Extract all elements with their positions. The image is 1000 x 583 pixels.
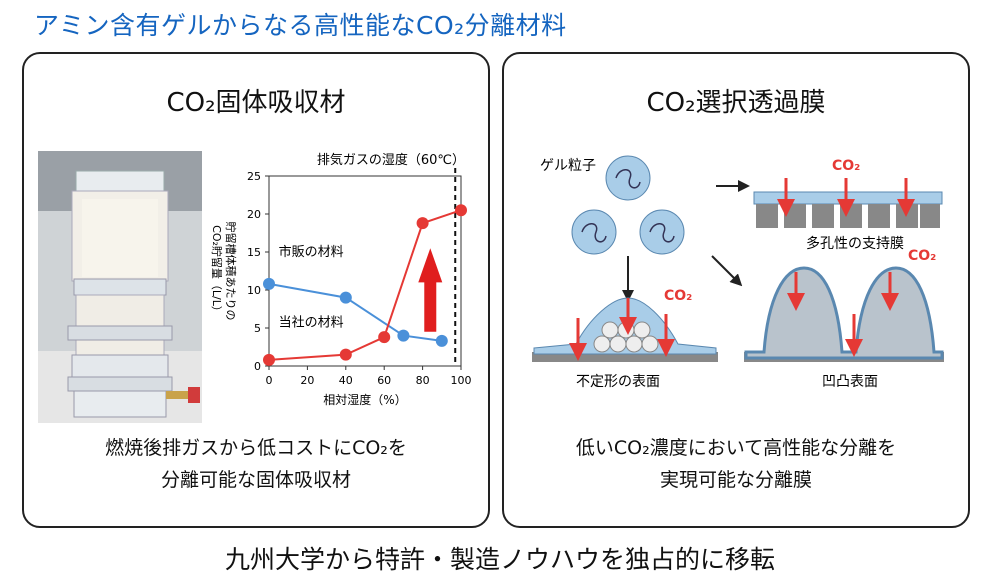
- improvement-arrow: [418, 248, 443, 332]
- caption-line-2: 実現可能な分離膜: [659, 469, 812, 491]
- solid-absorbent-caption: 燃焼後排ガスから低コストにCO₂を 分離可能な固体吸収材: [24, 432, 488, 496]
- gel-particle: [571, 209, 617, 255]
- y-tick-label: 5: [254, 322, 261, 335]
- caption-line-2: 分離可能な固体吸収材: [160, 469, 351, 491]
- data-point: [339, 291, 352, 304]
- solid-absorbent-panel: CO₂固体吸収材 0 20 40 60 80 100 0 5 10 15 20 25 相対湿度（%） 貯留…: [22, 52, 490, 528]
- co2-label-top: CO₂: [832, 158, 860, 174]
- data-point: [378, 331, 391, 344]
- co2-label-right: CO₂: [908, 248, 936, 264]
- y-tick-label: 20: [247, 208, 261, 221]
- data-point: [263, 277, 275, 290]
- x-tick-label: 0: [266, 374, 273, 387]
- plot-area: [268, 175, 462, 367]
- y-tick-label: 15: [247, 246, 261, 259]
- y-tick-label: 0: [254, 360, 261, 373]
- x-axis-label: 相対湿度（%）: [323, 392, 406, 407]
- x-tick-label: 80: [416, 374, 430, 387]
- porous-support-label: 多孔性の支持膜: [806, 235, 904, 252]
- gel-particle-label: ゲル粒子: [540, 158, 596, 174]
- data-point: [397, 329, 410, 342]
- membrane-diagram: ゲル粒子 CO₂: [532, 155, 944, 390]
- y-axis-label: CO₂貯留量（L/L）: [210, 225, 223, 317]
- series-label-ours: 当社の材料: [279, 314, 344, 330]
- page-title: アミン含有ゲルからなる高性能なCO₂分離材料: [34, 11, 567, 40]
- amorphous-surface-illustration: [532, 297, 718, 362]
- series-label-commercial: 市販の材料: [279, 244, 344, 260]
- data-point: [416, 217, 429, 230]
- uneven-surface-illustration: [744, 266, 944, 362]
- x-tick-label: 20: [300, 374, 314, 387]
- membrane-caption: 低いCO₂濃度において高性能な分離を 実現可能な分離膜: [504, 432, 968, 496]
- data-point: [339, 348, 352, 361]
- y-tick-label: 25: [247, 170, 261, 183]
- x-tick-label: 60: [377, 374, 391, 387]
- x-tick-label: 100: [451, 374, 472, 387]
- gel-particle: [639, 209, 685, 255]
- co2-label-left: CO₂: [664, 288, 692, 304]
- data-point: [435, 334, 448, 347]
- amorphous-surface-label: 不定形の表面: [576, 374, 660, 390]
- caption-line-1: 燃焼後排ガスから低コストにCO₂を: [105, 437, 407, 459]
- x-tick-label: 40: [339, 374, 353, 387]
- series-line: [268, 282, 442, 342]
- exhaust-humidity-annotation: 排気ガスの湿度（60℃）: [317, 152, 465, 168]
- absorbent-column-photo: [38, 151, 202, 423]
- flat-membrane-illustration: [753, 178, 943, 228]
- solid-absorbent-title: CO₂固体吸収材: [166, 88, 346, 118]
- gel-particle: [605, 155, 651, 201]
- membrane-panel: CO₂選択透過膜 ゲル粒子: [502, 52, 970, 528]
- humidity-co2-chart: 0 20 40 60 80 100 0 5 10 15 20 25 相対湿度（%） 貯留槽体積あたりのCO…: [210, 152, 472, 407]
- data-point: [455, 204, 467, 217]
- membrane-title: CO₂選択透過膜: [646, 88, 826, 118]
- footer-text: 九州大学から特許・製造ノウハウを独占的に移転: [224, 545, 775, 574]
- y-tick-label: 10: [247, 284, 261, 297]
- data-point: [263, 353, 275, 366]
- y-axis-label: 貯留槽体積あたりの: [224, 222, 238, 321]
- caption-line-1: 低いCO₂濃度において高性能な分離を: [575, 437, 897, 459]
- uneven-surface-label: 凹凸表面: [822, 374, 878, 390]
- process-arrow: [711, 255, 743, 287]
